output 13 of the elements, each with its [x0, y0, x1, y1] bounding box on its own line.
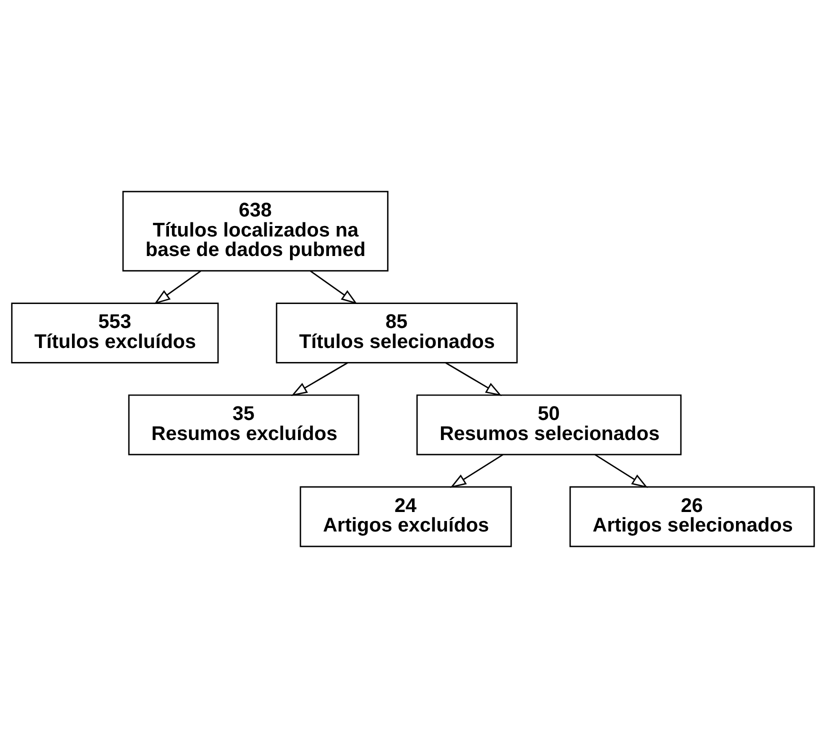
node-box: 35 Resumos excluídos: [128, 394, 360, 456]
node-box: 85 Títulos selecionados: [276, 302, 518, 364]
node-box: 24 Artigos excluídos: [300, 486, 512, 548]
arrow: [445, 362, 502, 396]
arrow: [291, 362, 348, 396]
node-box: 553 Títulos excluídos: [11, 302, 219, 364]
arrow: [154, 270, 202, 304]
node-box: 50 Resumos selecionados: [416, 394, 682, 456]
arrow: [310, 270, 358, 304]
arrow: [594, 454, 648, 488]
node-box: 638 Títulos localizados na base de dados pubmed: [122, 190, 388, 272]
arrow: [450, 454, 504, 488]
node-box: 26 Artigos selecionados: [569, 486, 815, 548]
